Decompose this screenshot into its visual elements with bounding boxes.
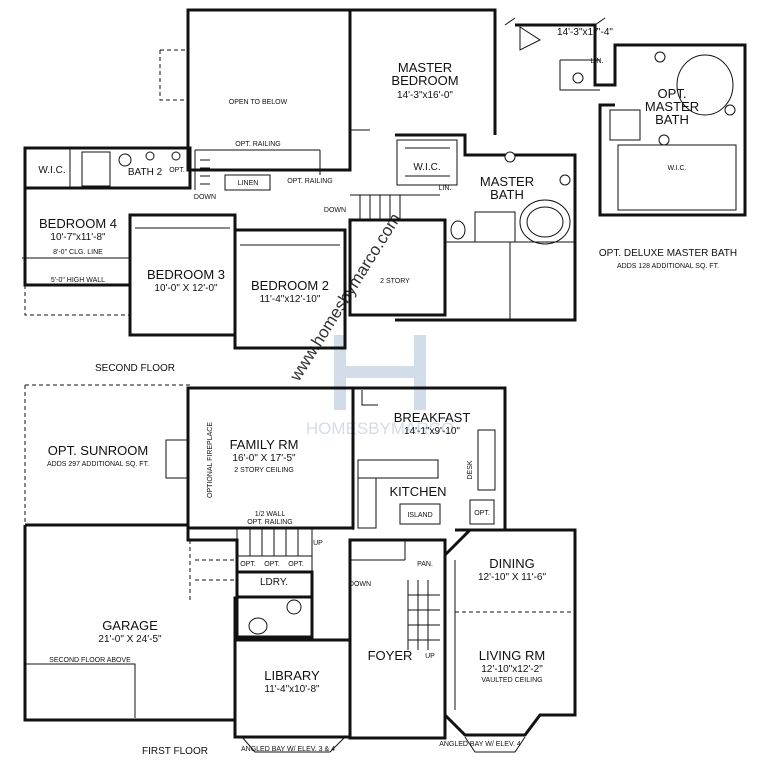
wic-left-label: W.I.C. <box>38 165 65 176</box>
opt1-label: OPT. <box>240 561 256 568</box>
family-rm-label: FAMILY RM <box>230 437 299 452</box>
bath2-label: BATH 2 <box>128 167 163 178</box>
vaulted-label: VAULTED CEILING <box>481 677 542 684</box>
up-stair-label: UP <box>313 540 323 547</box>
deluxe-wic-label: W.I.C. <box>667 165 686 172</box>
living-rm-label: LIVING RM <box>479 648 545 663</box>
watermark-brand: HOMESBYMARCO <box>306 419 454 438</box>
second-floor-label: SECOND FLOOR <box>95 363 175 374</box>
open-to-below-label: OPEN TO BELOW <box>229 99 288 106</box>
island <box>399 503 441 525</box>
master-shower <box>474 211 516 243</box>
fireplace <box>165 439 189 479</box>
garage-label: GARAGE <box>102 618 158 633</box>
bedroom2-walls <box>233 228 347 350</box>
bath2-opt-label: OPT. <box>169 167 185 174</box>
foyer-label: FOYER <box>368 648 413 663</box>
bedroom3-label: BEDROOM 3 <box>147 267 225 282</box>
kitchen-opt-label: OPT. <box>474 510 490 517</box>
master-bedroom-dim: 14'-3"x16'-0" <box>397 90 453 101</box>
pantry-label: PAN. <box>417 561 433 568</box>
high-wall-label: 5'-0" HIGH WALL <box>51 277 105 284</box>
sunroom-label: OPT. SUNROOM <box>48 443 148 458</box>
two-story-label: 2 STORY <box>380 278 410 285</box>
deluxe-caption: OPT. DELUXE MASTER BATH <box>599 248 737 259</box>
bedroom3-dim: 10'-0" X 12'-0" <box>154 283 218 294</box>
library-label: LIBRARY <box>264 668 320 683</box>
foyer-walls <box>348 538 447 740</box>
down-left-label: DOWN <box>194 194 216 201</box>
desk <box>477 429 496 491</box>
bedroom2-label: BEDROOM 2 <box>251 278 329 293</box>
opt2-label: OPT. <box>264 561 280 568</box>
two-story-area <box>348 218 447 317</box>
library-dim: 11'-4"x10'-8" <box>264 684 320 695</box>
clg-line-label: 8'-0" CLG. LINE <box>53 249 103 256</box>
fireplace-label: OPTIONAL FIREPLACE <box>207 422 214 498</box>
first-floor-label: FIRST FLOOR <box>142 746 208 757</box>
dining-living-walls <box>443 528 577 737</box>
breakfast-dim: 14'-1"x9'-10" <box>404 426 460 437</box>
deluxe-dim: 14'-3"x17'-4" <box>557 27 613 38</box>
opt-railing-label: OPT. RAILING <box>235 141 281 148</box>
family-rm-dim: 16'-0" X 17'-5" <box>232 453 296 464</box>
kitchen-counter <box>357 459 439 479</box>
master-bath-walls <box>395 133 577 322</box>
deluxe-subcaption: ADDS 128 ADDITIONAL SQ. FT. <box>617 263 719 270</box>
sunroom-outline <box>24 384 190 525</box>
living-rm-dim: 12'-10"x12'-2" <box>481 664 543 675</box>
deluxe-shower <box>609 109 641 141</box>
master-wic <box>396 139 458 186</box>
watermark: HOMESBYMARCO <box>306 335 454 438</box>
bath2-tub <box>81 151 111 187</box>
bay-right-label: ANGLED BAY W/ ELEV. 4 <box>439 741 521 748</box>
dining-dim: 12'-10" X 11'-6" <box>478 572 546 583</box>
bedroom2-dim: 11'-4"x12'-10" <box>260 294 321 305</box>
bedroom4-label: BEDROOM 4 <box>39 216 117 231</box>
family-rm-note: 2 STORY CEILING <box>234 467 294 474</box>
second-floor-above-label: SECOND FLOOR ABOVE <box>49 657 131 664</box>
dining-label: DINING <box>489 556 535 571</box>
second-floor <box>22 8 747 350</box>
island-label: ISLAND <box>407 512 432 519</box>
foyer-stair <box>407 580 440 650</box>
sunroom-note: ADDS 297 ADDITIONAL SQ. FT. <box>47 461 149 468</box>
linen-label: LINEN <box>238 180 259 187</box>
deluxe-tub <box>676 54 734 116</box>
bedroom4-dim: 10'-7"x11'-8" <box>50 232 106 243</box>
ldry-label: LDRY. <box>260 577 288 588</box>
linen-closet <box>224 174 271 191</box>
down-mid-label: DOWN <box>324 207 346 214</box>
powder-room <box>235 595 314 639</box>
first-floor <box>23 384 577 753</box>
down-ff-label: DOWN <box>349 581 371 588</box>
opt-railing-ff-label: OPT. RAILING <box>247 519 293 526</box>
opt-railing-mid-label: OPT. RAILING <box>287 178 333 185</box>
master-wic-label: W.I.C. <box>413 162 440 173</box>
half-wall-label: 1/2 WALL <box>255 511 286 518</box>
desk-label: DESK <box>467 460 474 479</box>
breakfast-label: BREAKFAST <box>394 410 471 425</box>
garage-dim: 21'-0" X 24'-5" <box>98 634 162 645</box>
upper-stair <box>350 194 440 220</box>
deluxe-lin-label: LIN. <box>591 58 604 65</box>
deluxe-master-bath <box>504 17 747 217</box>
up-foyer-label: UP <box>425 653 435 660</box>
hall-railing <box>194 149 321 190</box>
kitchen-label: KITCHEN <box>389 484 446 499</box>
opt3-label: OPT. <box>288 561 304 568</box>
bath2-block <box>23 146 192 190</box>
master-bedroom-walls <box>350 8 497 135</box>
bay-left-label: ANGLED BAY W/ ELEV. 3 & 4 <box>241 746 335 753</box>
master-lin-label: LIN. <box>439 185 452 192</box>
